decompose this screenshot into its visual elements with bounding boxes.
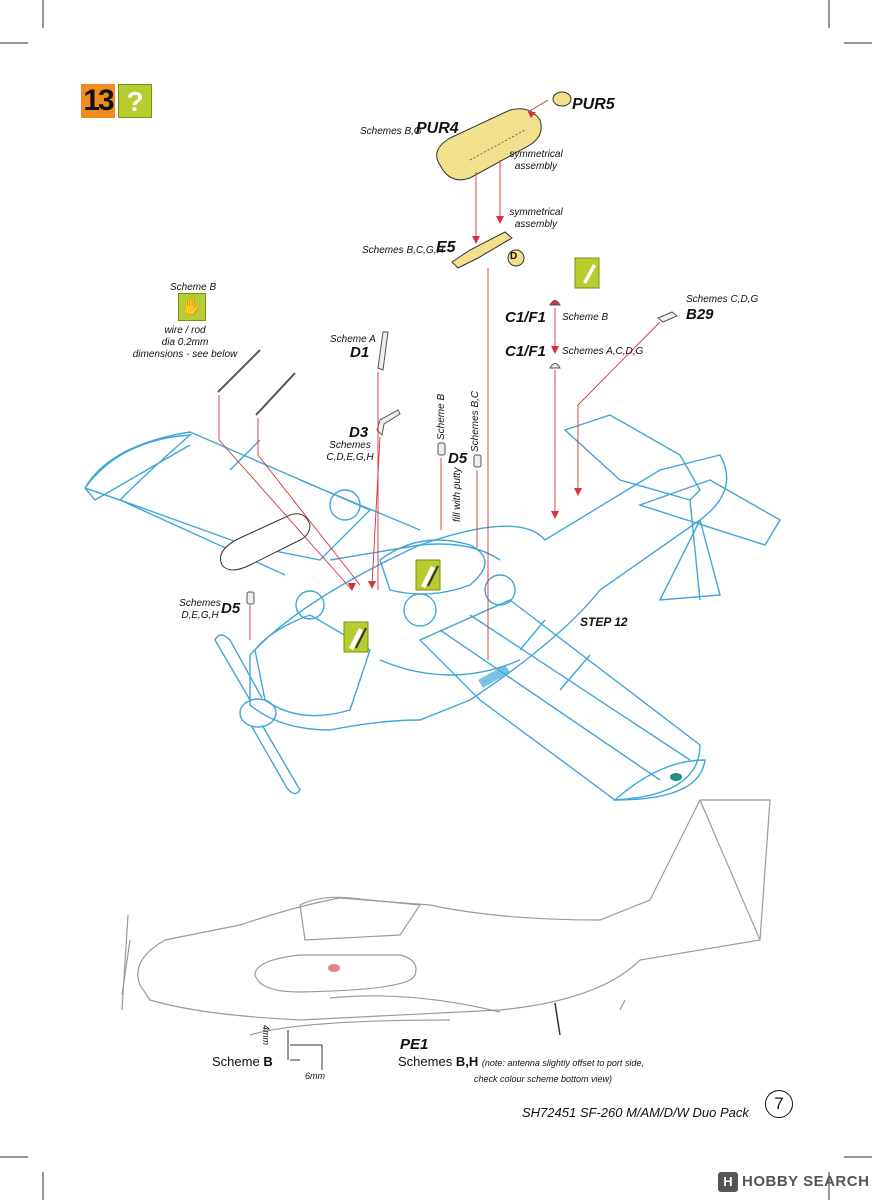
label-d1: D1 xyxy=(350,344,370,361)
note-line: Schemes xyxy=(329,440,371,451)
note-symmetrical-pur4: symmetrical assembly xyxy=(506,149,566,173)
note-line: dimensions - see below xyxy=(132,349,238,360)
d1-part xyxy=(377,331,389,371)
label-d1-scheme: Scheme A xyxy=(330,334,376,345)
label-c1f1-b-scheme: Schemes A,C,D,G xyxy=(562,346,644,357)
installed-pod xyxy=(220,513,311,571)
wire-rods xyxy=(217,349,296,416)
label-pe1: PE1 xyxy=(400,1036,429,1053)
page-number: 7 xyxy=(765,1090,793,1118)
label-d5-top: D5 xyxy=(448,450,468,467)
label-scheme-b-side: Scheme B xyxy=(212,1054,273,1069)
pe1-schemes-text: Schemes xyxy=(398,1054,453,1069)
label-fill-putty: fill with putty xyxy=(452,467,463,522)
b29-part xyxy=(657,311,678,323)
pur5-cap-part xyxy=(552,91,572,107)
question-badge: ? xyxy=(118,84,152,118)
wire-note: wire / rod dia 0.2mm dimensions - see be… xyxy=(130,325,240,361)
pe1-note-2: check colour scheme bottom view) xyxy=(474,1074,613,1084)
label-d-mark: D xyxy=(510,251,518,262)
pe1-note-1: (note: antenna slightly offset to port s… xyxy=(481,1058,644,1068)
d5-part-b xyxy=(437,442,446,456)
label-scheme-b-wire: Scheme B xyxy=(170,282,217,293)
label-b29: B29 xyxy=(686,306,714,323)
aircraft-outline xyxy=(83,414,781,801)
label-e5-schemes: Schemes B,C,G,H xyxy=(362,245,444,256)
guide-arrows xyxy=(348,112,582,591)
label-c1f1-a: C1/F1 xyxy=(505,309,546,326)
note-line: symmetrical xyxy=(509,207,563,218)
dim-6mm: 6mm xyxy=(305,1071,325,1081)
label-d5-scheme-b: Scheme B xyxy=(436,393,447,440)
label-c1f1-b: C1/F1 xyxy=(505,343,546,360)
step-number-badge: 13 xyxy=(81,84,115,118)
d5-part-left xyxy=(246,591,255,605)
label-d5-left-schemes: Schemes D,E,G,H xyxy=(178,598,222,622)
e5-part xyxy=(451,231,525,269)
scheme-value: B xyxy=(263,1054,273,1069)
note-line: wire / rod xyxy=(164,325,206,336)
label-pur5: PUR5 xyxy=(572,96,615,113)
label-pe1-schemes: Schemes B,H (note: antenna slightly offs… xyxy=(398,1054,644,1069)
pe1-schemes-value: B,H xyxy=(455,1054,479,1069)
note-symmetrical-e5: symmetrical assembly xyxy=(506,207,566,231)
c1f1-clear-light xyxy=(549,363,561,369)
note-line: Schemes xyxy=(179,598,221,609)
c1f1-red-light xyxy=(549,300,561,306)
label-pur4-schemes: Schemes B,G xyxy=(360,126,422,137)
label-d3-schemes: Schemes C,D,E,G,H xyxy=(322,440,378,464)
note-line: dia 0.2mm xyxy=(161,337,209,348)
label-pur4: PUR4 xyxy=(416,120,459,137)
pur4-pod-part xyxy=(436,108,542,181)
label-d5-left: D5 xyxy=(221,600,241,617)
glue-markers xyxy=(343,257,600,653)
label-b29-schemes: Schemes C,D,G xyxy=(686,294,759,305)
note-line: C,D,E,G,H xyxy=(326,452,374,463)
d5-part-bc xyxy=(473,454,482,468)
guide-lines xyxy=(218,99,661,660)
dimension-lines xyxy=(287,1030,323,1070)
hobbysearch-logo-icon: H xyxy=(718,1172,738,1192)
d3-part xyxy=(376,409,401,437)
note-line: symmetrical xyxy=(509,149,563,160)
label-d5-schemes-bc: Schemes B,C xyxy=(470,390,481,452)
hand-icon: ✋ xyxy=(178,293,206,321)
watermark-text: HOBBY SEARCH xyxy=(742,1173,870,1190)
label-c1f1-a-scheme: Scheme B xyxy=(562,312,609,323)
label-e5: E5 xyxy=(436,239,456,256)
note-line: assembly xyxy=(514,161,558,172)
dim-4mm: 4mm xyxy=(261,1025,271,1045)
pe1-antenna xyxy=(554,1002,561,1036)
label-d3: D3 xyxy=(349,424,369,441)
scheme-text: Scheme xyxy=(212,1054,260,1069)
note-line: D,E,G,H xyxy=(181,610,219,621)
note-line: assembly xyxy=(514,219,558,230)
label-step12: STEP 12 xyxy=(580,615,628,629)
footer-title: SH72451 SF-260 M/AM/D/W Duo Pack xyxy=(522,1105,749,1120)
